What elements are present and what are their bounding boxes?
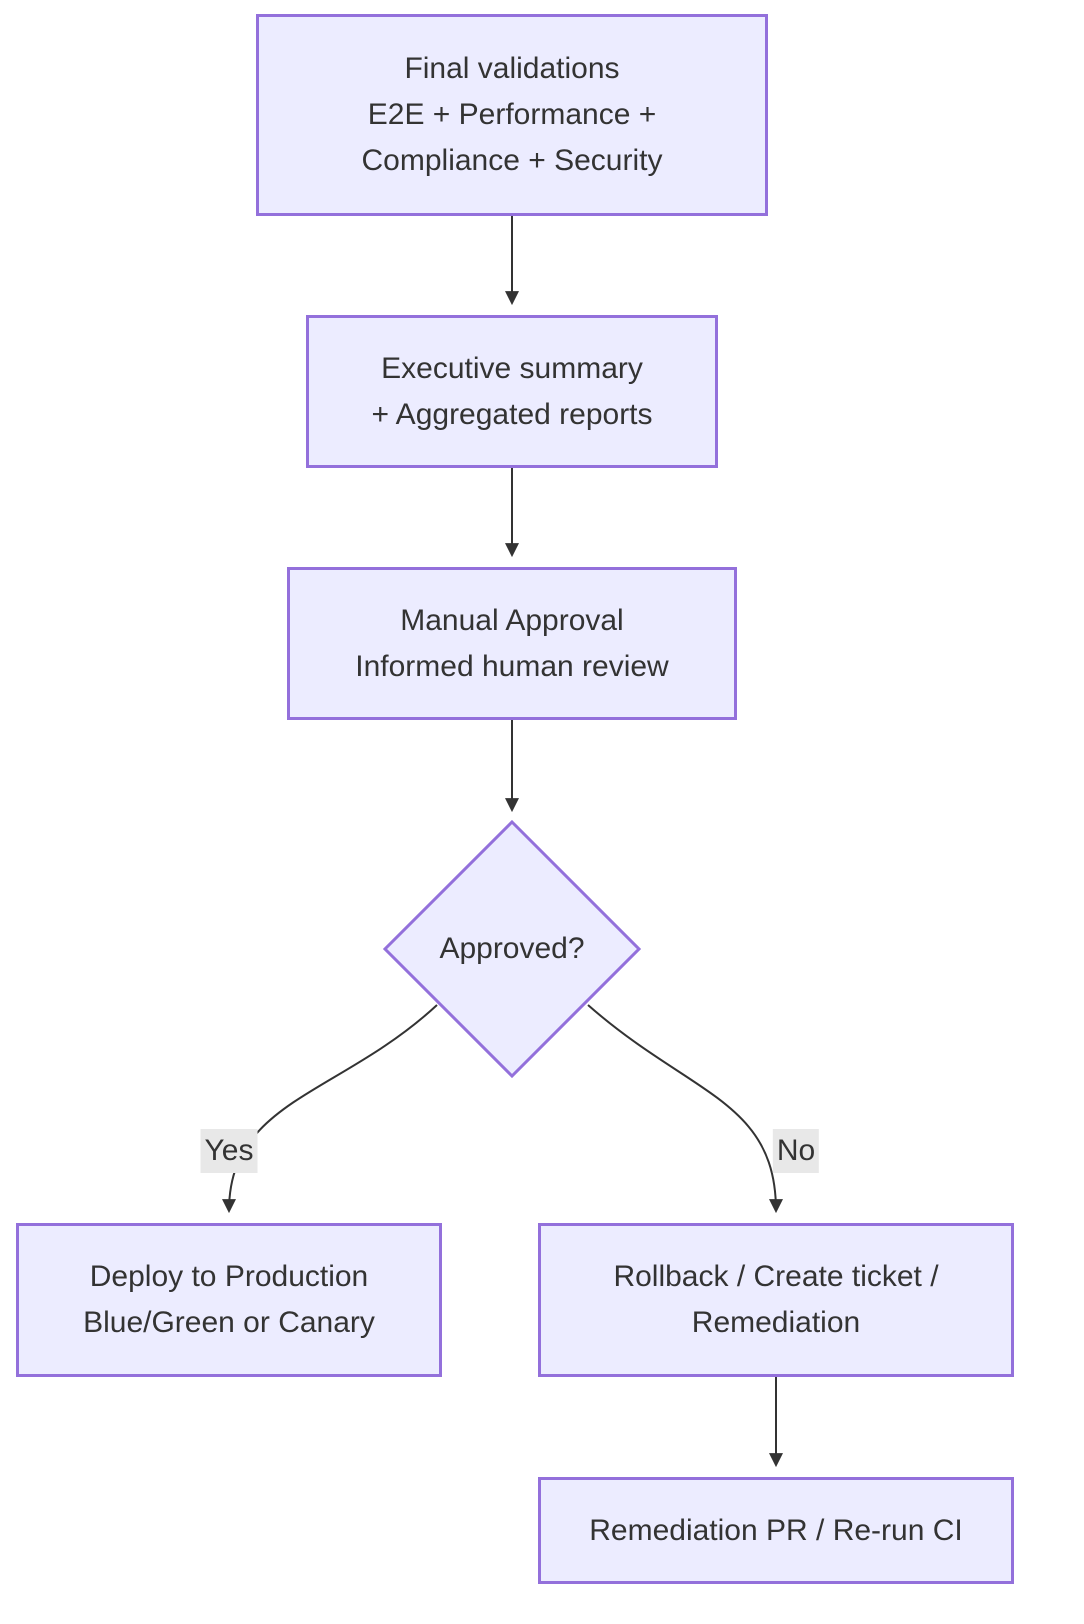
node-executive-summary: Executive summary + Aggregated reports — [306, 315, 718, 468]
decision-diamond-shape — [383, 820, 641, 1078]
node-manual-approval: Manual Approval Informed human review — [287, 567, 737, 720]
edge-label-yes: Yes — [200, 1129, 258, 1173]
node-rollback: Rollback / Create ticket / Remediation — [538, 1223, 1014, 1377]
node-final-validations: Final validations E2E + Performance + Co… — [256, 14, 768, 216]
decision-approved: Approved? — [383, 820, 641, 1078]
edge-label-no: No — [772, 1129, 820, 1173]
node-remediation-pr: Remediation PR / Re-run CI — [538, 1477, 1014, 1584]
decision-approved-label: Approved? — [439, 932, 585, 965]
node-deploy-production: Deploy to Production Blue/Green or Canar… — [16, 1223, 442, 1377]
